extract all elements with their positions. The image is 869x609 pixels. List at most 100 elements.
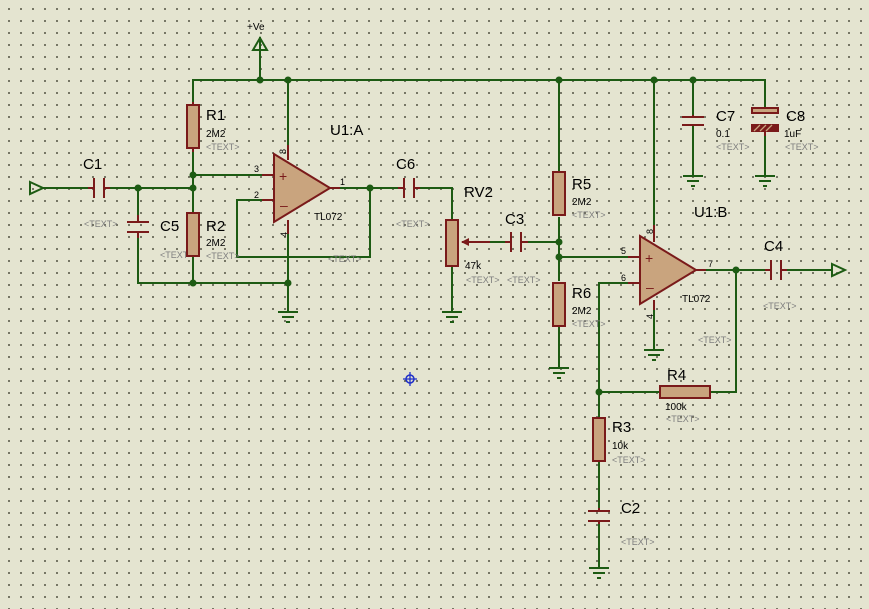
resistor-r4[interactable]: R4 100k <TEXT>: [659, 367, 711, 424]
u1b-pin-out: 7: [708, 259, 713, 269]
r2-ref-label: R2: [206, 218, 225, 235]
r3-value-label: 10k: [612, 441, 629, 452]
u1b-pin-plus: 5: [621, 246, 626, 256]
c6-out-wire: [419, 187, 453, 219]
r4-ref-label: R4: [667, 367, 686, 384]
ground-icon: [755, 175, 775, 187]
resistor-r3[interactable]: R3 10k <TEXT>: [592, 417, 646, 465]
c3-text-placeholder: <TEXT>: [507, 275, 541, 285]
c6-ref-label: C6: [396, 156, 415, 173]
c3-ref-label: C3: [505, 211, 524, 228]
r2-value-label: 2M2: [206, 238, 226, 249]
ground-icon: [278, 311, 298, 323]
r4-value-label: 100k: [665, 402, 688, 413]
supply-rail-right-wire: [655, 79, 766, 109]
u1a-pin-minus: 2: [254, 190, 259, 200]
r3-text-placeholder: <TEXT>: [612, 455, 646, 465]
junction-dot: [284, 279, 292, 287]
junction-dot: [555, 238, 563, 246]
u1a-ref-label: U1:A: [330, 122, 363, 139]
r5-text-placeholder: <TEXT>: [572, 210, 606, 220]
capacitor-c2[interactable]: C2 <TEXT>: [588, 500, 655, 547]
junctions: [134, 76, 740, 396]
r2-text-placeholder: <TEXT>: [206, 251, 240, 261]
rv2-value-label: 47k: [465, 261, 482, 272]
u1b-pin-minus: 6: [621, 273, 626, 283]
r5-ref-label: R5: [572, 176, 591, 193]
c2-ref-label: C2: [621, 500, 640, 517]
plus-sign-icon: +: [645, 250, 653, 266]
minus-sign-icon: –: [646, 279, 654, 295]
capacitor-c7[interactable]: C7 0.1 <TEXT>: [682, 108, 750, 152]
minus-sign-icon: –: [280, 197, 288, 213]
c1-text-placeholder: <TEXT>: [84, 219, 118, 229]
resistor-r2[interactable]: R2 2M2 <TEXT>: [186, 212, 240, 261]
u1b-text-placeholder: <TEXT>: [698, 335, 732, 345]
junction-dot: [134, 184, 142, 192]
potentiometer-rv2[interactable]: RV2 47k <TEXT>: [445, 184, 500, 285]
power-terminal-icon: +Ve: [247, 22, 269, 51]
junction-dot: [366, 184, 374, 192]
resistor-r6[interactable]: R6 2M2 <TEXT>: [552, 282, 606, 329]
junction-dot: [555, 76, 563, 84]
junction-dot: [555, 253, 563, 261]
junction-dot: [284, 76, 292, 84]
output-terminal-port-icon[interactable]: [831, 262, 848, 278]
junction-dot: [189, 171, 197, 179]
r3-ref-label: R3: [612, 419, 631, 436]
u1a-pin-vee: 4: [279, 232, 289, 237]
ground-icon: [683, 175, 703, 187]
junction-dot: [689, 76, 697, 84]
ground-icon: [644, 349, 664, 361]
r6-value-label: 2M2: [572, 306, 592, 317]
c5-ref-label: C5: [160, 218, 179, 235]
c7-ref-label: C7: [716, 108, 735, 125]
junction-dot: [732, 266, 740, 274]
u1a-text-placeholder: <TEXT>: [328, 254, 362, 264]
wires: [42, 49, 833, 569]
u1b-pin-vee: 4: [645, 314, 655, 319]
capacitor-c5[interactable]: C5 <TEXT>: [127, 215, 194, 260]
junction-dot: [650, 76, 658, 84]
rv2-ref-label: RV2: [464, 184, 493, 201]
r1-ref-label: R1: [206, 107, 225, 124]
u1a-model-label: TL072: [314, 212, 343, 223]
u1a-pin-plus: 3: [254, 164, 259, 174]
u1b-pin-vcc: 8: [645, 229, 655, 234]
junction-dot: [189, 184, 197, 192]
junction-dot: [256, 76, 264, 84]
u1b-model-label: TL072: [682, 294, 711, 305]
capacitor-c8[interactable]: C8 1uF <TEXT>: [751, 107, 819, 152]
capacitor-c1[interactable]: C1 <TEXT>: [83, 156, 118, 229]
capacitor-c4[interactable]: C4 <TEXT>: [763, 238, 797, 311]
resistor-r5[interactable]: R5 2M2 <TEXT>: [552, 171, 606, 220]
resistor-r1[interactable]: R1 2M2 <TEXT>: [186, 102, 240, 152]
capacitor-c3[interactable]: C3 <TEXT>: [505, 211, 541, 285]
ground-icon: [549, 367, 569, 379]
supply-label: +Ve: [247, 22, 265, 33]
c6-text-placeholder: <TEXT>: [396, 219, 430, 229]
r5-value-label: 2M2: [572, 197, 592, 208]
opamp-u1b[interactable]: + – 5 6 7 8 4 U1:B TL072 <TEXT>: [621, 204, 732, 345]
r1-value-label: 2M2: [206, 129, 226, 140]
c4-ref-label: C4: [764, 238, 783, 255]
capacitor-c6[interactable]: C6 <TEXT>: [396, 156, 430, 229]
input-terminal-port-icon[interactable]: [29, 180, 46, 196]
c1-ref-label: C1: [83, 156, 102, 173]
c5-text-placeholder: <TEXT>: [160, 250, 194, 260]
r4-right-wire: [709, 269, 737, 393]
c4-text-placeholder: <TEXT>: [763, 301, 797, 311]
junction-dot: [189, 279, 197, 287]
bias-bottom-wire: [137, 237, 289, 284]
plus-sign-icon: +: [279, 168, 287, 184]
opamp-u1a[interactable]: + – 3 2 1 8 4 U1:A TL072 <TEXT>: [254, 122, 363, 264]
u1a-feedback-wire: [236, 187, 371, 258]
c8-text-placeholder: <TEXT>: [785, 142, 819, 152]
u1a-pin-vcc: 8: [278, 149, 288, 154]
r1-text-placeholder: <TEXT>: [206, 142, 240, 152]
c2-text-placeholder: <TEXT>: [621, 537, 655, 547]
r6-ref-label: R6: [572, 285, 591, 302]
u1b-minus-wire: [598, 282, 629, 419]
u1a-pin-out: 1: [340, 177, 345, 187]
